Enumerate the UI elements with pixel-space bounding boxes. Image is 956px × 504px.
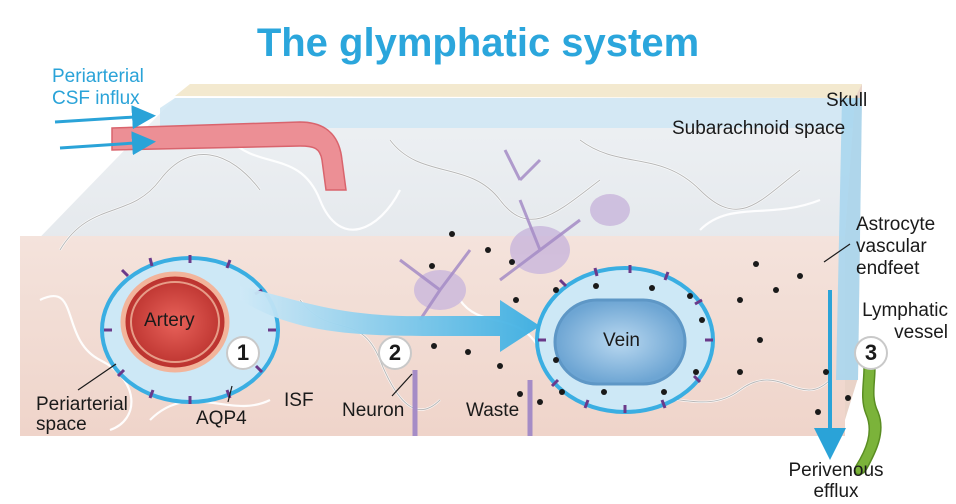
label-vein: Vein: [603, 330, 640, 352]
label-astrocyte-line3: endfeet: [856, 258, 919, 280]
label-periarterial-csf-influx-line2: CSF influx: [52, 88, 140, 110]
label-periarterial-csf-influx-line1: Periarterial: [52, 66, 144, 88]
step-badge-1: 1: [226, 336, 260, 370]
influx-arrow-1: [55, 116, 150, 122]
label-neuron: Neuron: [342, 400, 404, 422]
label-skull: Skull: [826, 90, 867, 112]
label-aqp4: AQP4: [196, 408, 247, 430]
label-perivenous-line1: Perivenous: [778, 460, 894, 482]
lymphatic-vessel: [855, 352, 881, 474]
skull-band: [175, 84, 862, 98]
label-periarterial-space-line1: Periarterial: [36, 394, 128, 416]
step-badge-2: 2: [378, 336, 412, 370]
label-subarachnoid-space: Subarachnoid space: [672, 118, 845, 140]
label-astrocyte-line2: vascular: [856, 236, 927, 258]
step-badge-3: 3: [854, 336, 888, 370]
label-waste: Waste: [466, 400, 519, 422]
label-artery: Artery: [144, 310, 195, 332]
diagram-title: The glymphatic system: [0, 20, 956, 66]
label-astrocyte-line1: Astrocyte: [856, 214, 935, 236]
label-isf: ISF: [284, 390, 314, 412]
label-perivenous-line2: efflux: [778, 481, 894, 503]
label-lymphatic-line1: Lymphatic: [856, 300, 948, 322]
label-periarterial-space-line2: space: [36, 414, 87, 436]
